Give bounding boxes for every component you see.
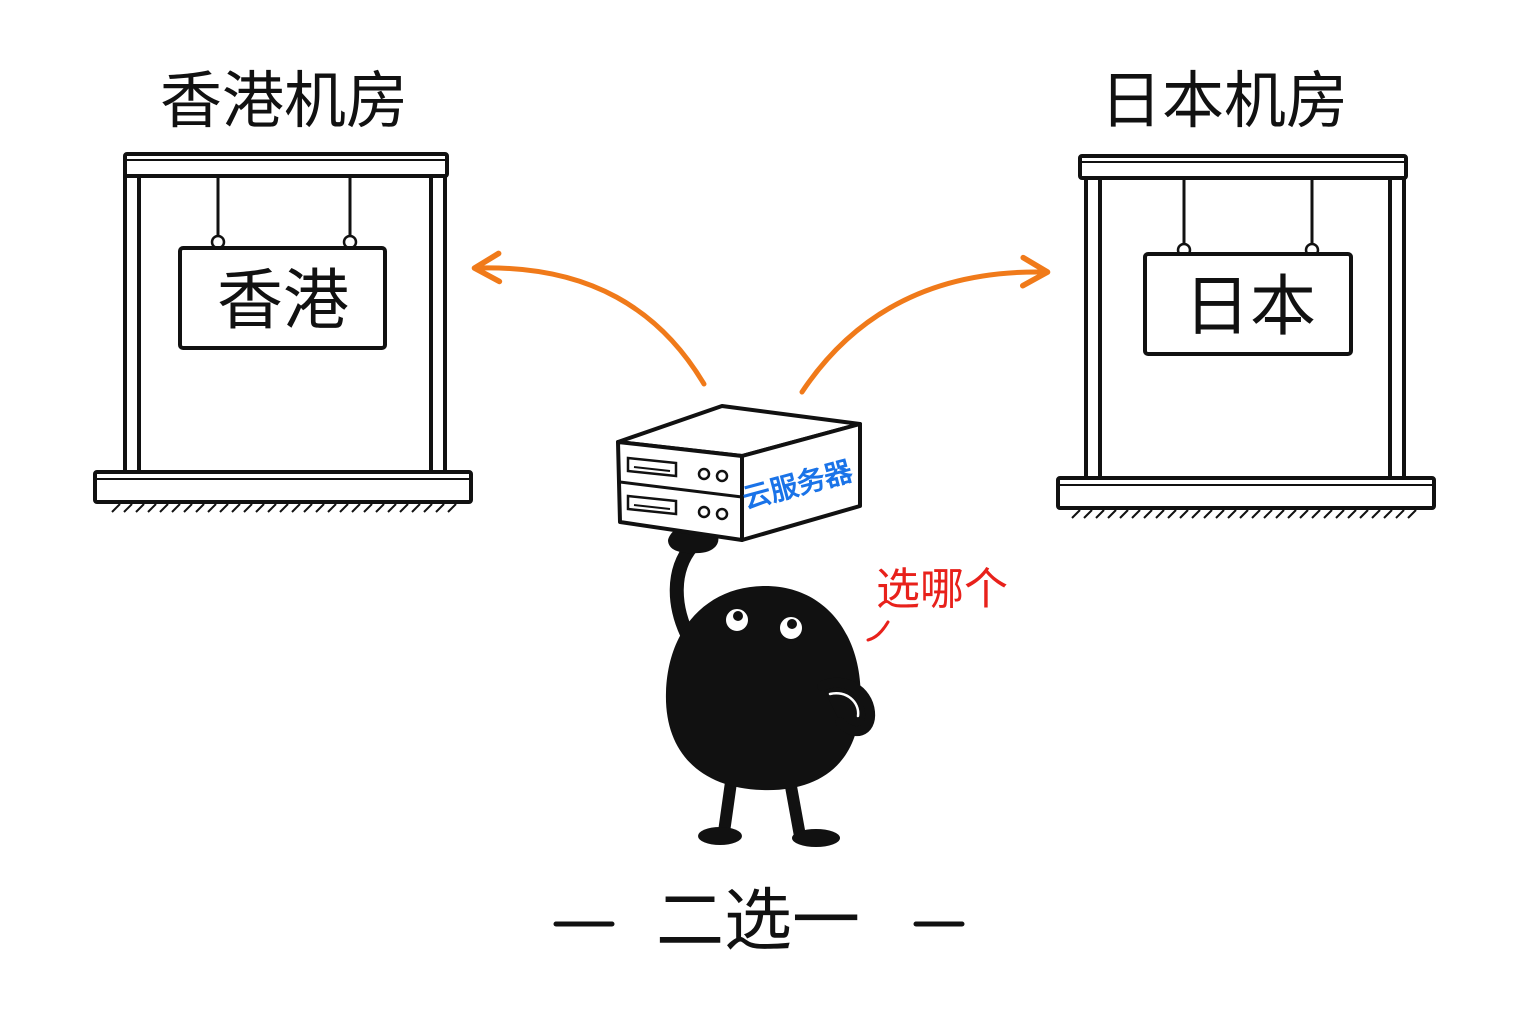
speech-annotation: 选哪个 bbox=[866, 564, 1008, 642]
server-light bbox=[715, 469, 729, 483]
speech-text: 选哪个 bbox=[876, 564, 1008, 615]
left-room-pillar-right bbox=[429, 174, 447, 474]
speech-tick bbox=[866, 620, 890, 642]
japan-sign-label: 日本 bbox=[1184, 268, 1316, 345]
left-room-title: 香港机房 bbox=[160, 64, 408, 137]
server-light bbox=[715, 507, 729, 521]
server-side-face bbox=[740, 422, 862, 542]
caption: 二选一 bbox=[553, 882, 965, 961]
left-room-pillar-left bbox=[123, 174, 141, 474]
right-room-top-beam bbox=[1078, 154, 1408, 180]
japan-datacenter: 日本机房 日本 bbox=[1056, 64, 1436, 519]
character-body bbox=[665, 586, 861, 791]
caption-text: 二选一 bbox=[656, 882, 860, 961]
character-thinking-arm bbox=[817, 677, 876, 737]
left-room-base bbox=[93, 470, 473, 504]
arrow-to-japan bbox=[799, 254, 1051, 395]
character-right-foot bbox=[792, 829, 840, 847]
cloud-server: 云服务器 bbox=[616, 404, 862, 542]
arrow-to-hong-kong bbox=[471, 250, 707, 387]
hong-kong-sign: 香港 bbox=[178, 178, 387, 350]
server-light bbox=[697, 505, 711, 519]
character-left-foot bbox=[698, 827, 742, 845]
left-room-top-beam bbox=[123, 152, 449, 178]
right-room-pillar-left bbox=[1084, 176, 1102, 480]
hong-kong-datacenter: 香港机房 bbox=[93, 64, 473, 513]
hong-kong-sign-label: 香港 bbox=[217, 262, 349, 339]
server-light bbox=[697, 467, 711, 481]
right-room-pillar-right bbox=[1388, 176, 1406, 480]
character bbox=[665, 524, 876, 847]
japan-sign: 日本 bbox=[1143, 180, 1353, 356]
right-room-ground-hatch bbox=[1071, 509, 1417, 519]
right-room-title: 日本机房 bbox=[1100, 64, 1348, 137]
character-eyes bbox=[724, 607, 804, 641]
left-room-ground-hatch bbox=[111, 503, 457, 513]
server-front-face bbox=[616, 440, 744, 542]
right-room-base bbox=[1056, 476, 1436, 510]
